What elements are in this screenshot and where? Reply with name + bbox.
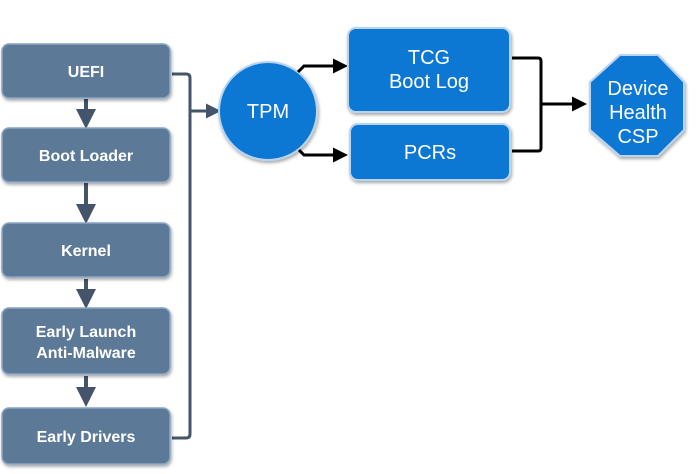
pcrs-node: PCRs — [349, 123, 511, 181]
stage-early-drivers-label: Early Drivers — [37, 429, 136, 446]
device-health-csp-label-line2: Health — [609, 102, 667, 124]
stage-boot-loader: Boot Loader — [1, 127, 171, 183]
stage-kernel: Kernel — [1, 222, 171, 278]
device-health-csp-label-line1: Device — [607, 78, 668, 100]
merge-bracket — [512, 56, 543, 153]
stage-elam-label-line1: Early Launch — [36, 324, 136, 341]
stage-early-drivers: Early Drivers — [1, 407, 171, 465]
stage-uefi: UEFI — [1, 43, 171, 99]
stage-uefi-label: UEFI — [68, 64, 104, 81]
tcg-boot-log-label-line1: TCG — [408, 47, 450, 69]
stage-early-launch-anti-malware: Early Launch Anti-Malware — [1, 307, 171, 375]
boot-chain-bracket — [172, 72, 192, 440]
pcrs-label: PCRs — [404, 142, 456, 164]
tpm-node: TPM — [218, 61, 318, 161]
arrow-tpm-to-pcrs — [297, 147, 348, 163]
stage-elam-label-line2: Anti-Malware — [36, 345, 136, 362]
device-health-csp-node: Device Health CSP — [589, 54, 685, 157]
tcg-boot-log-node: TCG Boot Log — [347, 27, 511, 113]
tpm-label: TPM — [247, 101, 289, 123]
stage-boot-loader-label: Boot Loader — [39, 148, 133, 165]
tcg-boot-log-label-line2: Boot Log — [389, 71, 469, 93]
arrow-tpm-to-tcg-boot-log — [296, 58, 348, 74]
stage-kernel-label: Kernel — [61, 243, 111, 260]
device-health-csp-label-line3: CSP — [617, 126, 658, 148]
